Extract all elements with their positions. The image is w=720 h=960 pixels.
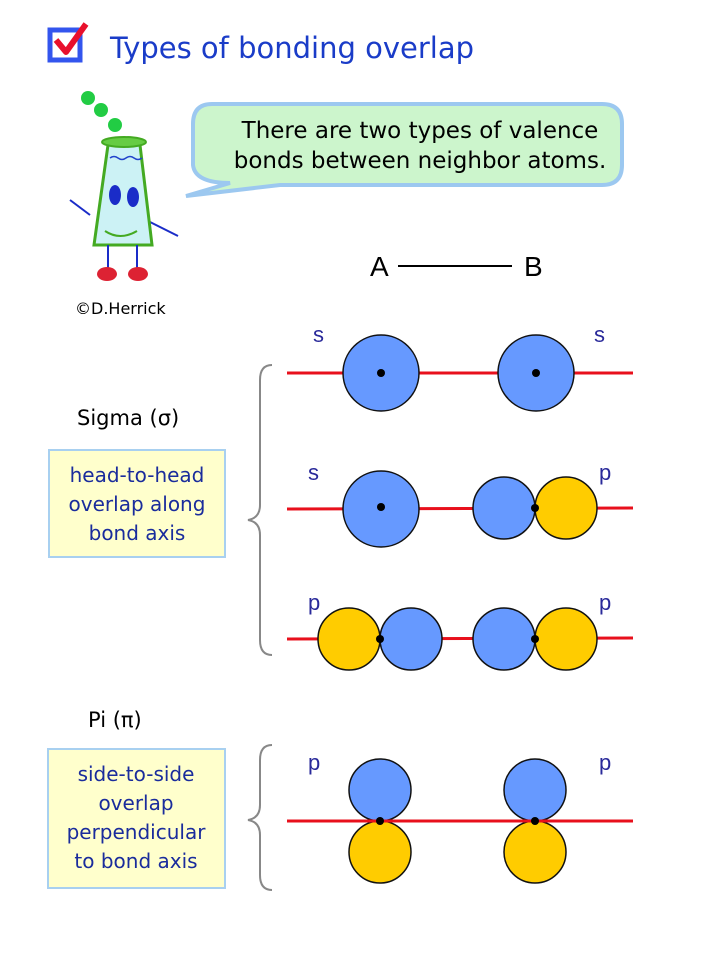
orbital-label: p — [599, 750, 611, 775]
pi-desc-line: overlap — [98, 791, 173, 815]
orbital-label: p — [599, 460, 611, 485]
checkbox-icon — [47, 22, 89, 63]
p-lobe — [348, 758, 412, 822]
speech-bubble: There are two types of valence bonds bet… — [185, 102, 624, 198]
pi-row-p-p: p p — [287, 750, 633, 884]
pi-desc-line: side-to-side — [78, 762, 195, 786]
p-lobe — [472, 476, 536, 540]
sigma-description-box — [48, 449, 226, 558]
nucleus — [377, 369, 385, 377]
nucleus — [531, 635, 539, 643]
atom-b-label: B — [524, 251, 543, 282]
orbital-label: p — [308, 590, 320, 615]
nucleus — [532, 369, 540, 377]
orbital-label: p — [308, 750, 320, 775]
nucleus — [376, 635, 384, 643]
p-lobe — [348, 820, 412, 884]
sigma-desc-line: overlap along — [69, 492, 206, 516]
sigma-row-s-p: s p — [286, 460, 634, 548]
flask-mascot-icon — [69, 91, 179, 281]
pi-desc-line: to bond axis — [74, 849, 197, 873]
orbital-label: s — [308, 460, 319, 485]
sigma-heading: Sigma (σ) — [77, 406, 179, 430]
sigma-desc-line: bond axis — [89, 521, 186, 545]
speech-line-2: bonds between neighbor atoms. — [234, 148, 607, 174]
nucleus — [531, 504, 539, 512]
p-lobe — [379, 607, 443, 671]
page-title: Types of bonding overlap — [109, 31, 474, 65]
pi-description-box — [47, 748, 226, 889]
nucleus — [531, 817, 539, 825]
p-lobe — [534, 607, 598, 671]
orbital-label: p — [599, 590, 611, 615]
p-lobe — [317, 607, 381, 671]
sigma-row-p-p: p p — [286, 590, 634, 671]
p-lobe — [534, 476, 598, 540]
p-lobe — [472, 607, 536, 671]
pi-desc-line: perpendicular — [67, 820, 207, 844]
pi-brace — [247, 744, 273, 891]
credit: ©D.Herrick — [75, 299, 166, 318]
p-lobe — [503, 758, 567, 822]
pi-heading: Pi (π) — [88, 708, 142, 732]
sigma-row-s-s: s s — [287, 322, 633, 412]
speech-line-1: There are two types of valence — [241, 118, 599, 144]
atom-a-label: A — [370, 251, 389, 282]
nucleus — [377, 503, 385, 511]
orbital-label: s — [594, 322, 605, 347]
p-lobe — [503, 820, 567, 884]
sigma-desc-line: head-to-head — [70, 463, 205, 487]
nucleus — [376, 817, 384, 825]
sigma-brace — [247, 364, 273, 656]
orbital-label: s — [313, 322, 324, 347]
